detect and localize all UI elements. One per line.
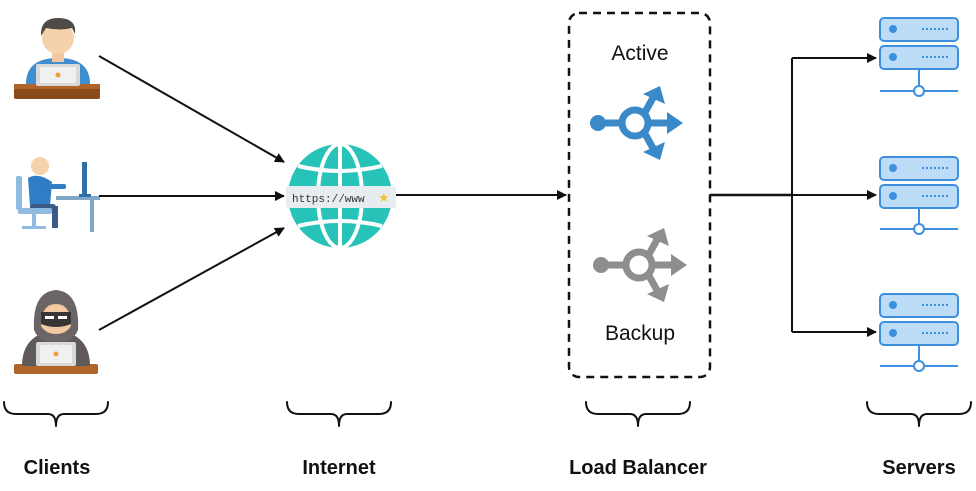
server-arrows bbox=[710, 53, 877, 337]
brace-internet bbox=[286, 401, 392, 427]
url-text: https://www bbox=[292, 194, 365, 206]
backup-router-icon bbox=[593, 228, 687, 302]
bookmark-star-icon: ★ bbox=[378, 190, 390, 205]
arrow-client3-to-internet bbox=[98, 227, 285, 331]
hacker-laptop-icon bbox=[14, 290, 98, 374]
active-router-icon bbox=[590, 86, 683, 160]
arrow-client1-to-internet bbox=[98, 55, 285, 163]
active-label: Active bbox=[611, 42, 669, 65]
clients-label: Clients bbox=[23, 457, 91, 479]
desktop-user-icon bbox=[16, 157, 100, 232]
internet-label: Internet bbox=[302, 457, 376, 479]
brace-clients bbox=[3, 401, 109, 427]
group-braces bbox=[3, 401, 972, 427]
load-balancer-label: Load Balancer bbox=[569, 457, 707, 479]
client-arrows bbox=[98, 55, 285, 331]
backup-label: Backup bbox=[604, 322, 676, 345]
brace-servers bbox=[866, 401, 972, 427]
developer-laptop-icon bbox=[14, 17, 100, 99]
server-rack-icon bbox=[879, 17, 959, 97]
servers-label: Servers bbox=[882, 457, 956, 479]
server-rack-icon bbox=[879, 156, 959, 235]
brace-load-balancer bbox=[585, 401, 691, 427]
globe-browser-icon: https://www ★ bbox=[286, 142, 396, 250]
server-rack-icon bbox=[879, 293, 959, 372]
